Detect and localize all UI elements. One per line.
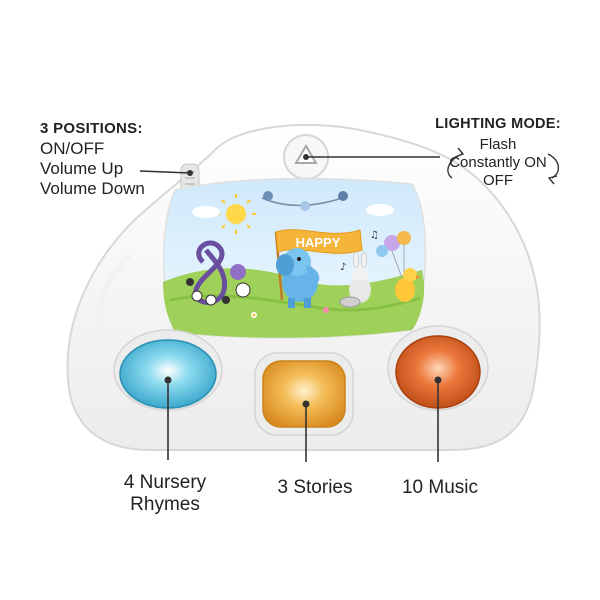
positions-title: 3 POSITIONS:	[40, 120, 143, 137]
duck-illustration	[376, 231, 421, 302]
svg-text:♪: ♪	[340, 262, 346, 273]
banner-text: HAPPY	[296, 235, 341, 250]
callout-lines	[139, 156, 440, 462]
light-bulbs-icon	[261, 191, 349, 211]
stories-button[interactable]	[262, 360, 346, 428]
cycle-arrows-icon	[447, 147, 559, 185]
mode-constantly-on: Constantly ON	[449, 154, 547, 171]
happy-banner: HAPPY	[274, 229, 363, 301]
nursery-rhymes-label-line1: 4 Nursery	[123, 472, 207, 493]
lighting-mode-callout: LIGHTING MODE: Flash Constantly ON OFF	[408, 116, 588, 190]
nursery-rhymes-label-line2: Rhymes	[130, 494, 200, 515]
light-up-screen: HAPPY	[163, 177, 427, 339]
position-on-off: ON/OFF	[40, 139, 105, 158]
stories-label: 3 Stories	[277, 477, 353, 498]
music-notes-icon	[186, 240, 251, 306]
position-volume-down: Volume Down	[40, 179, 145, 198]
positions-callout: 3 POSITIONS: ON/OFF Volume Up Volume Dow…	[40, 120, 210, 199]
svg-text:♫: ♫	[370, 230, 379, 241]
mode-flash: Flash	[479, 136, 517, 153]
mode-off: OFF	[483, 172, 513, 189]
bunny-illustration	[339, 251, 371, 308]
elephant-illustration	[276, 248, 320, 308]
music-label: 10 Music	[401, 477, 479, 498]
lighting-title: LIGHTING MODE:	[435, 116, 561, 132]
position-volume-up: Volume Up	[40, 159, 124, 178]
nursery-rhymes-label: 4 Nursery Rhymes	[100, 472, 230, 516]
sun-icon	[216, 194, 256, 234]
